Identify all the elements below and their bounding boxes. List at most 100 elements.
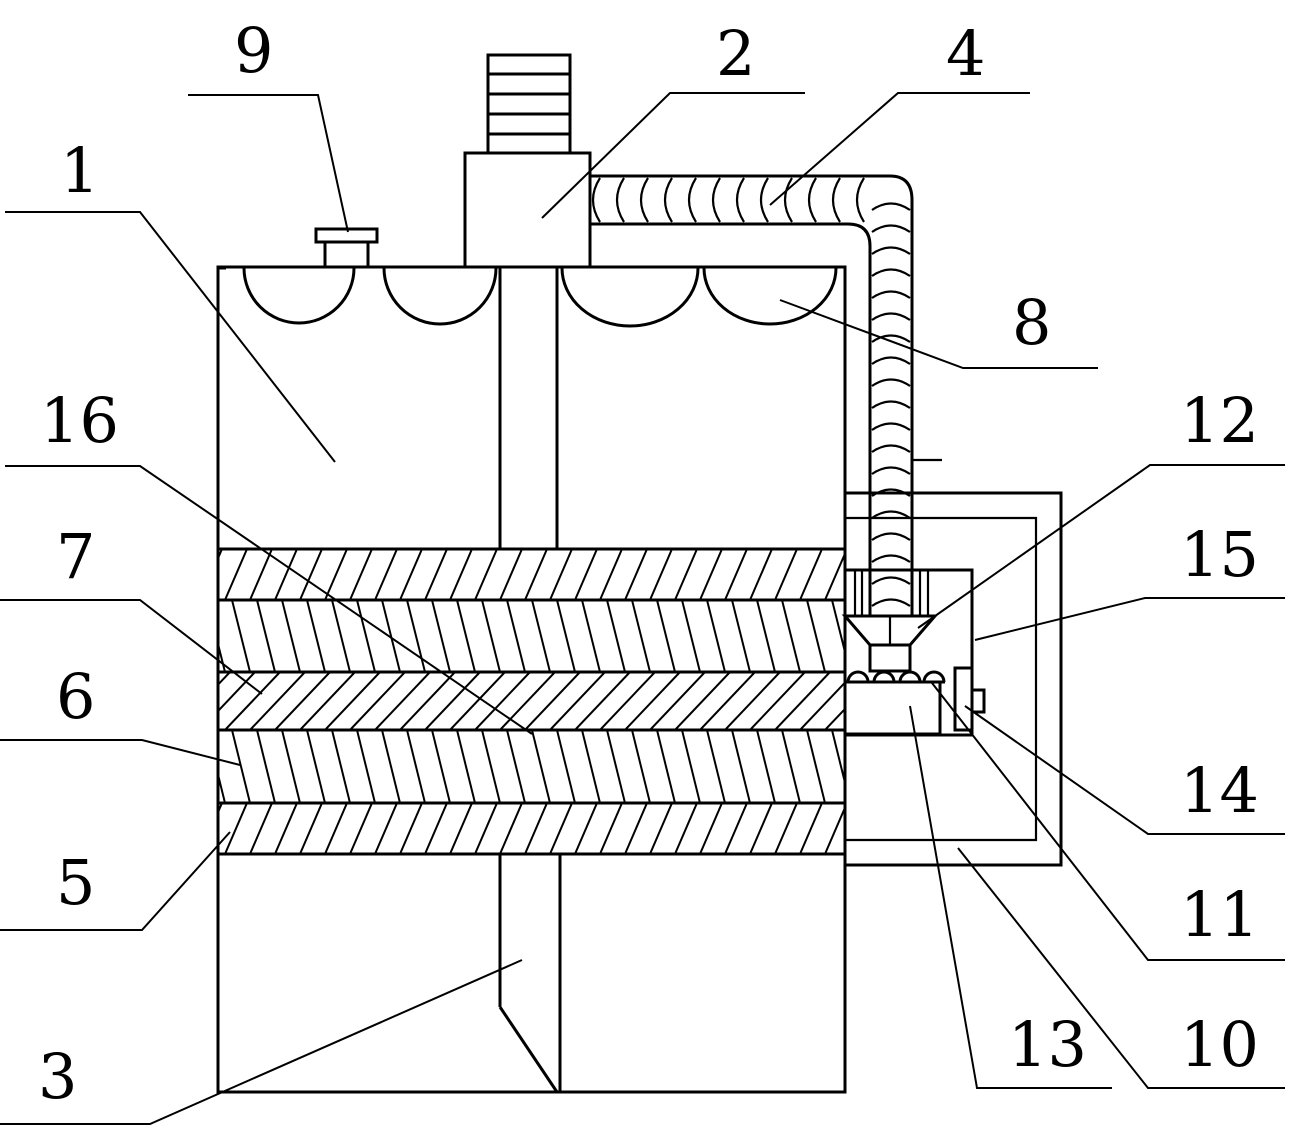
- leader-8: [779, 299, 1098, 369]
- main-housing: [216, 265, 847, 1094]
- hatch-line: [324, 672, 381, 730]
- top-cups: [218, 266, 838, 328]
- hatch-line: [556, 730, 576, 803]
- hatch-line: [499, 672, 556, 730]
- hatch-line: [806, 730, 826, 803]
- label-9: 9: [234, 14, 273, 87]
- leader-15: [974, 597, 1285, 641]
- hatch-line: [781, 600, 801, 672]
- label-5: 5: [56, 846, 95, 919]
- hatch-line: [624, 549, 648, 600]
- hatch-line: [531, 730, 551, 803]
- hatch-line: [331, 730, 351, 803]
- hatch-line: [456, 600, 476, 672]
- hatch-line: [724, 803, 748, 854]
- leader-12: [917, 464, 1285, 629]
- hatch-line: [781, 730, 801, 803]
- hatch-line: [481, 600, 501, 672]
- hatch-line: [182, 730, 200, 803]
- hatch-line: [431, 600, 451, 672]
- hatch-line: [218, 639, 226, 672]
- hose-rib: [871, 510, 911, 519]
- adjust-knob: [953, 666, 986, 732]
- hatch-line: [175, 803, 197, 854]
- hose-rib: [871, 554, 911, 563]
- hatch-line: [182, 600, 200, 672]
- nozzle-funnel: [841, 614, 939, 673]
- hatch-line: [249, 549, 273, 600]
- hatch-line: [549, 803, 573, 854]
- hatch-line: [157, 600, 175, 672]
- hatch-line: [706, 730, 726, 803]
- hatch-line: [306, 730, 326, 803]
- hatch-line: [824, 551, 845, 600]
- hose-rib: [807, 177, 817, 223]
- hatch-line: [374, 803, 398, 854]
- label-1: 1: [60, 134, 99, 207]
- label-15: 15: [1180, 518, 1259, 591]
- callout-numbers: 1 2 3 4 5 6 7 8 9 10 11 12 13 14 15 16: [38, 14, 1259, 1113]
- hatch-line: [132, 600, 150, 672]
- hatch-line: [431, 730, 451, 803]
- hatch-line: [499, 549, 523, 600]
- hatch-line: [506, 600, 526, 672]
- hose-rib: [687, 177, 697, 223]
- hatch-line: [406, 730, 426, 803]
- hatch-line: [281, 730, 301, 803]
- hatch-line: [349, 672, 406, 730]
- hatch-line: [331, 600, 351, 672]
- hose-rib: [871, 532, 911, 541]
- leader-lines: [0, 92, 1285, 1125]
- hose-rib: [735, 177, 745, 223]
- hatch-line: [474, 672, 531, 730]
- hatch-line: [774, 549, 798, 600]
- hose-rib: [711, 177, 721, 223]
- hose-rib: [871, 598, 911, 607]
- hatch-line: [656, 730, 676, 803]
- hatch-line: [506, 730, 526, 803]
- hatch-line: [524, 672, 581, 730]
- hatch-line: [150, 549, 172, 600]
- hose-rib: [855, 177, 865, 223]
- hatch-line: [649, 549, 673, 600]
- hatch-line: [531, 600, 551, 672]
- hatch-line: [299, 549, 323, 600]
- hatch-line: [524, 549, 548, 600]
- hatch-line: [274, 672, 331, 730]
- hatch-line: [524, 803, 548, 854]
- hose-rib: [639, 177, 649, 223]
- hatch-line: [224, 672, 281, 730]
- hose-rib: [759, 177, 769, 223]
- hatch-line: [731, 730, 751, 803]
- hose-rib: [871, 268, 911, 277]
- hatch-line: [349, 803, 373, 854]
- hatch-line: [324, 803, 348, 854]
- hatch-line: [306, 600, 326, 672]
- hatch-line: [649, 803, 673, 854]
- hatch-line: [599, 803, 623, 854]
- leader-16: [5, 465, 533, 735]
- hatch-line: [299, 803, 323, 854]
- hatch-line: [706, 600, 726, 672]
- leader-3: [0, 959, 523, 1125]
- hatch-line: [831, 730, 845, 787]
- hatch-line: [175, 549, 197, 600]
- hatch-line: [581, 730, 601, 803]
- hatch-line: [356, 730, 376, 803]
- hatch-line: [406, 600, 426, 672]
- hatch-line: [424, 549, 448, 600]
- hatch-line: [399, 672, 456, 730]
- hatch-line: [606, 730, 626, 803]
- hatch-line: [631, 600, 651, 672]
- hatch-line: [224, 803, 248, 854]
- label-11: 11: [1180, 878, 1259, 951]
- hatch-line: [399, 803, 423, 854]
- label-16: 16: [40, 384, 119, 457]
- hose-rib: [871, 444, 911, 453]
- hose-rib: [871, 356, 911, 365]
- hose-rib: [663, 177, 673, 223]
- hatch-line: [399, 549, 423, 600]
- hatch-line: [749, 803, 773, 854]
- top-vent: [314, 227, 379, 269]
- hatch-line: [157, 730, 175, 803]
